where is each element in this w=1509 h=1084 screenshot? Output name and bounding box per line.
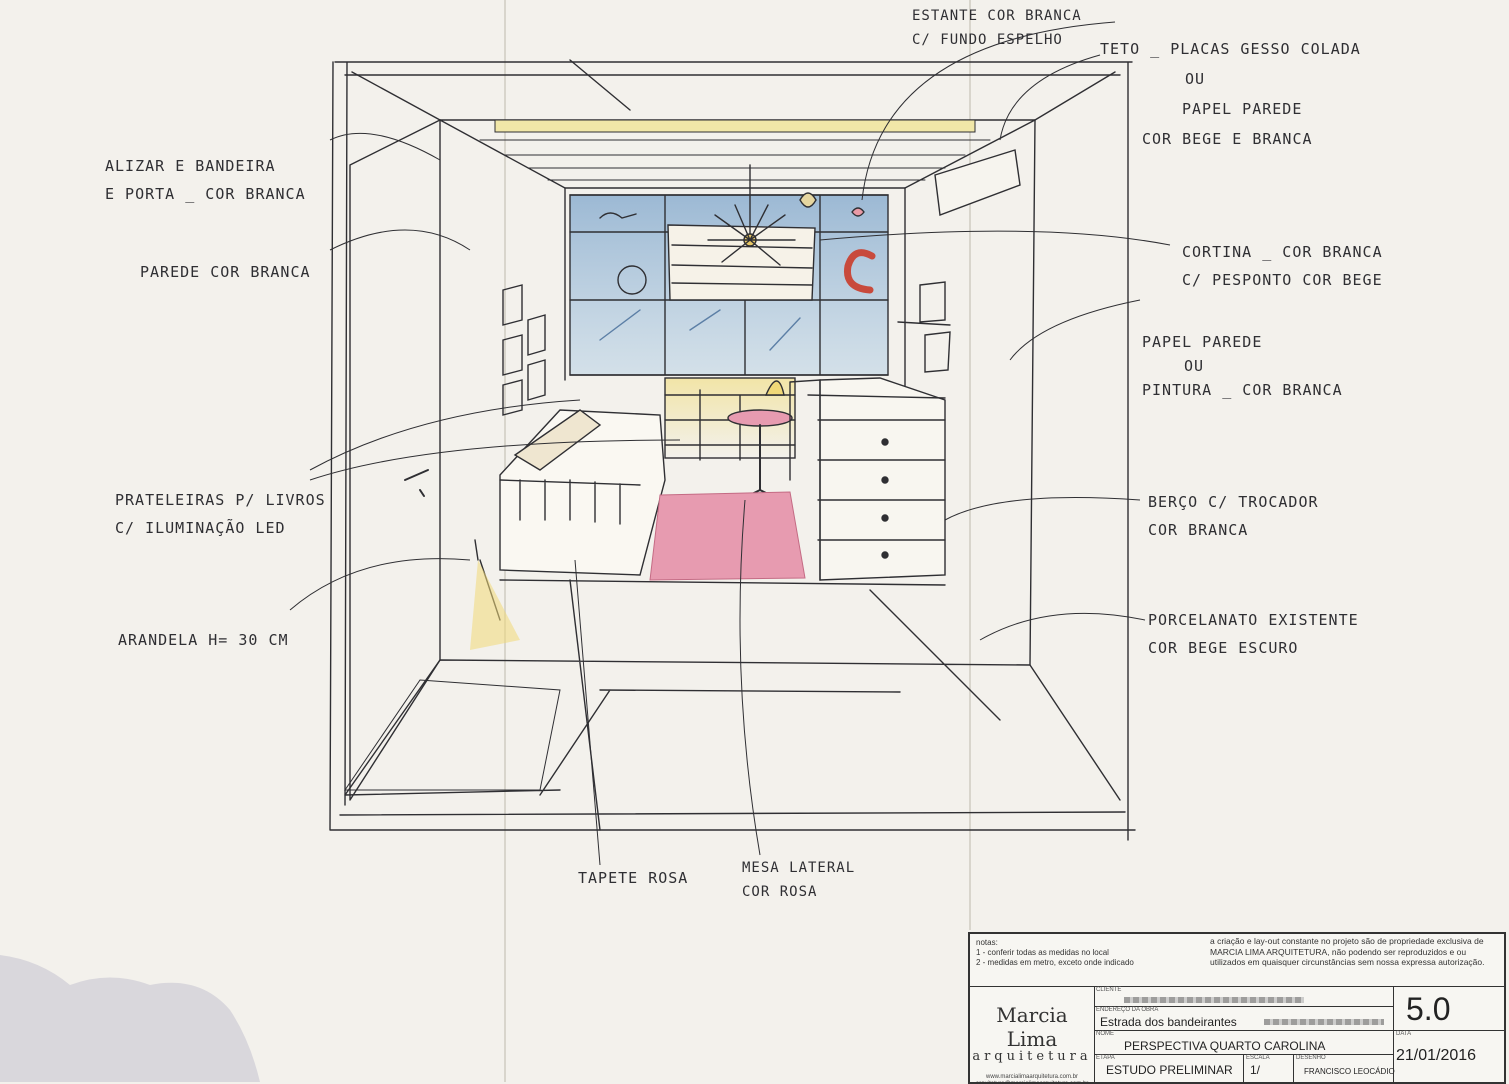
field-nome: NOME PERSPECTIVA QUARTO CAROLINA — [1094, 1030, 1393, 1055]
brand-contacts: www.marcialimaarquitetura.com.br arquite… — [975, 1074, 1089, 1084]
brand-name: Marcia Lima — [996, 1003, 1068, 1051]
label-teto: TETO _ PLACAS GESSO COLADA OU PAPEL PARE… — [1100, 40, 1361, 148]
redacted-address — [1264, 1019, 1384, 1025]
date-value: 21/01/2016 — [1396, 1047, 1477, 1064]
sheet-number-cell: 5.0 — [1393, 986, 1504, 1031]
label-papel-parede: PAPEL PAREDE OU PINTURA _ COR BRANCA — [1142, 333, 1343, 399]
date-cell: DATA 21/01/2016 — [1393, 1030, 1504, 1082]
field-cliente: CLIENTE — [1094, 986, 1393, 1007]
field-desenho: DESENHO FRANCISCO LEOCÁDIO — [1293, 1054, 1395, 1082]
leader-lines — [289, 21, 1171, 866]
title-block-notes: notas: 1 - conferir todas as medidas no … — [976, 938, 1206, 968]
notes-title: notas: — [976, 938, 998, 947]
title-block: notas: 1 - conferir todas as medidas no … — [968, 932, 1506, 1084]
redacted-client — [1124, 997, 1304, 1003]
label-arandela: ARANDELA H= 30 CM — [118, 631, 289, 649]
field-etapa: ETAPA ESTUDO PRELIMINAR — [1094, 1054, 1243, 1082]
field-escala: ESCALA 1/ — [1243, 1054, 1294, 1082]
copyright-notice: a criação e lay-out constante no projeto… — [1210, 936, 1485, 967]
sheet-number: 5.0 — [1406, 991, 1451, 1027]
brand-subtitle: arquitetura — [972, 1049, 1092, 1064]
label-tapete: TAPETE ROSA — [578, 869, 689, 887]
note-2: 2 - medidas em metro, exceto onde indica… — [976, 958, 1134, 967]
torn-corner — [0, 955, 260, 1082]
note-1: 1 - conferir todas as medidas no local — [976, 948, 1109, 957]
label-parede: PAREDE COR BRANCA — [140, 263, 311, 281]
chandelier — [707, 164, 796, 266]
office-logo: Marcia Lima arquitetura www.marcialimaar… — [970, 986, 1095, 1084]
room-perspective — [329, 59, 1136, 841]
field-endereco: ENDEREÇO DA OBRA Estrada dos bandeirante… — [1094, 1006, 1393, 1031]
